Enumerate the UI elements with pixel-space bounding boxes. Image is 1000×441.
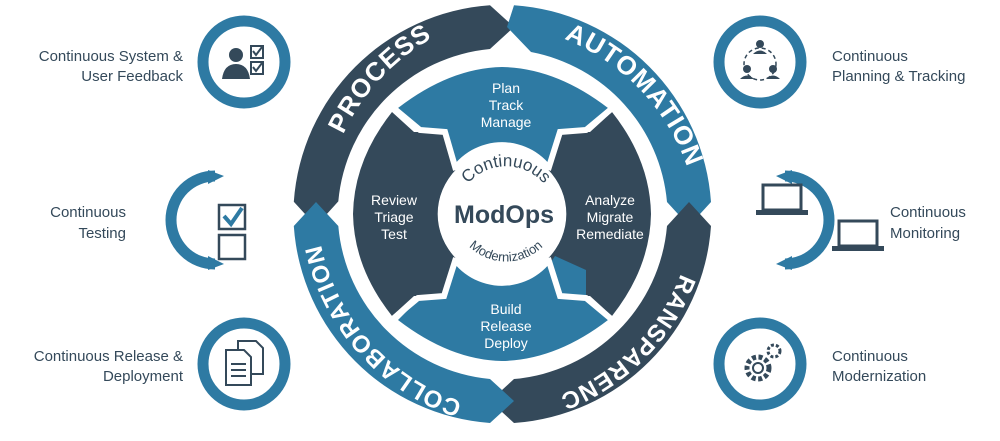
- segment-left-line-1: Review: [371, 192, 418, 208]
- laptops-icon: [756, 183, 884, 251]
- segment-right-line-2: Migrate: [587, 209, 634, 225]
- practice-left-top-line-2: User Feedback: [81, 68, 183, 85]
- outer-ring: [293, 5, 711, 423]
- segment-top-line-1: Plan: [492, 80, 520, 96]
- practice-left-bottom-line-2: Deployment: [103, 368, 184, 385]
- center-hub: [438, 150, 566, 278]
- segment-right-line-1: Analyze: [585, 192, 635, 208]
- practice-right-top-line-2: Planning & Tracking: [832, 68, 965, 85]
- practice-left-middle: [165, 170, 247, 270]
- ring-arrow-collaboration: [293, 202, 514, 423]
- gears-icon: [744, 343, 782, 382]
- documents-icon: [225, 340, 264, 386]
- practice-right-bottom-line-2: Modernization: [832, 368, 926, 385]
- segment-bottom-line-1: Build: [490, 301, 521, 317]
- practice-right-middle-line-2: Monitoring: [890, 225, 960, 242]
- practice-right-middle: [756, 170, 884, 270]
- segment-bottom-line-3: Deploy: [484, 335, 528, 351]
- segment-right-line-3: Remediate: [576, 226, 644, 242]
- checkbox-icon: [217, 203, 247, 261]
- segment-top-line-3: Manage: [481, 114, 532, 130]
- practice-right-top: [713, 15, 807, 109]
- team-network-icon: [740, 40, 780, 81]
- segment-bottom-line-2: Release: [480, 318, 532, 334]
- inner-wheel: [342, 54, 662, 374]
- center-title: ModOps: [454, 201, 554, 229]
- practice-left-middle-line-2: Testing: [78, 225, 126, 242]
- practice-left-bottom: [197, 317, 291, 411]
- segment-left-line-3: Test: [381, 226, 407, 242]
- segment-left-line-2: Triage: [374, 209, 413, 225]
- practice-left-bottom-line-1: Continuous Release &: [34, 348, 183, 365]
- practice-left-top: [197, 15, 291, 109]
- practice-right-top-line-1: Continuous: [832, 48, 908, 65]
- segment-top-line-2: Track: [489, 97, 524, 113]
- segment-left: [353, 112, 456, 316]
- practice-right-bottom: [713, 317, 807, 411]
- practice-right-middle-line-1: Continuous: [890, 204, 966, 221]
- practice-left-middle-line-1: Continuous: [50, 204, 126, 221]
- user-checklist-icon: [222, 45, 264, 79]
- practice-left-top-line-1: Continuous System &: [39, 48, 183, 65]
- practice-right-bottom-line-1: Continuous: [832, 348, 908, 365]
